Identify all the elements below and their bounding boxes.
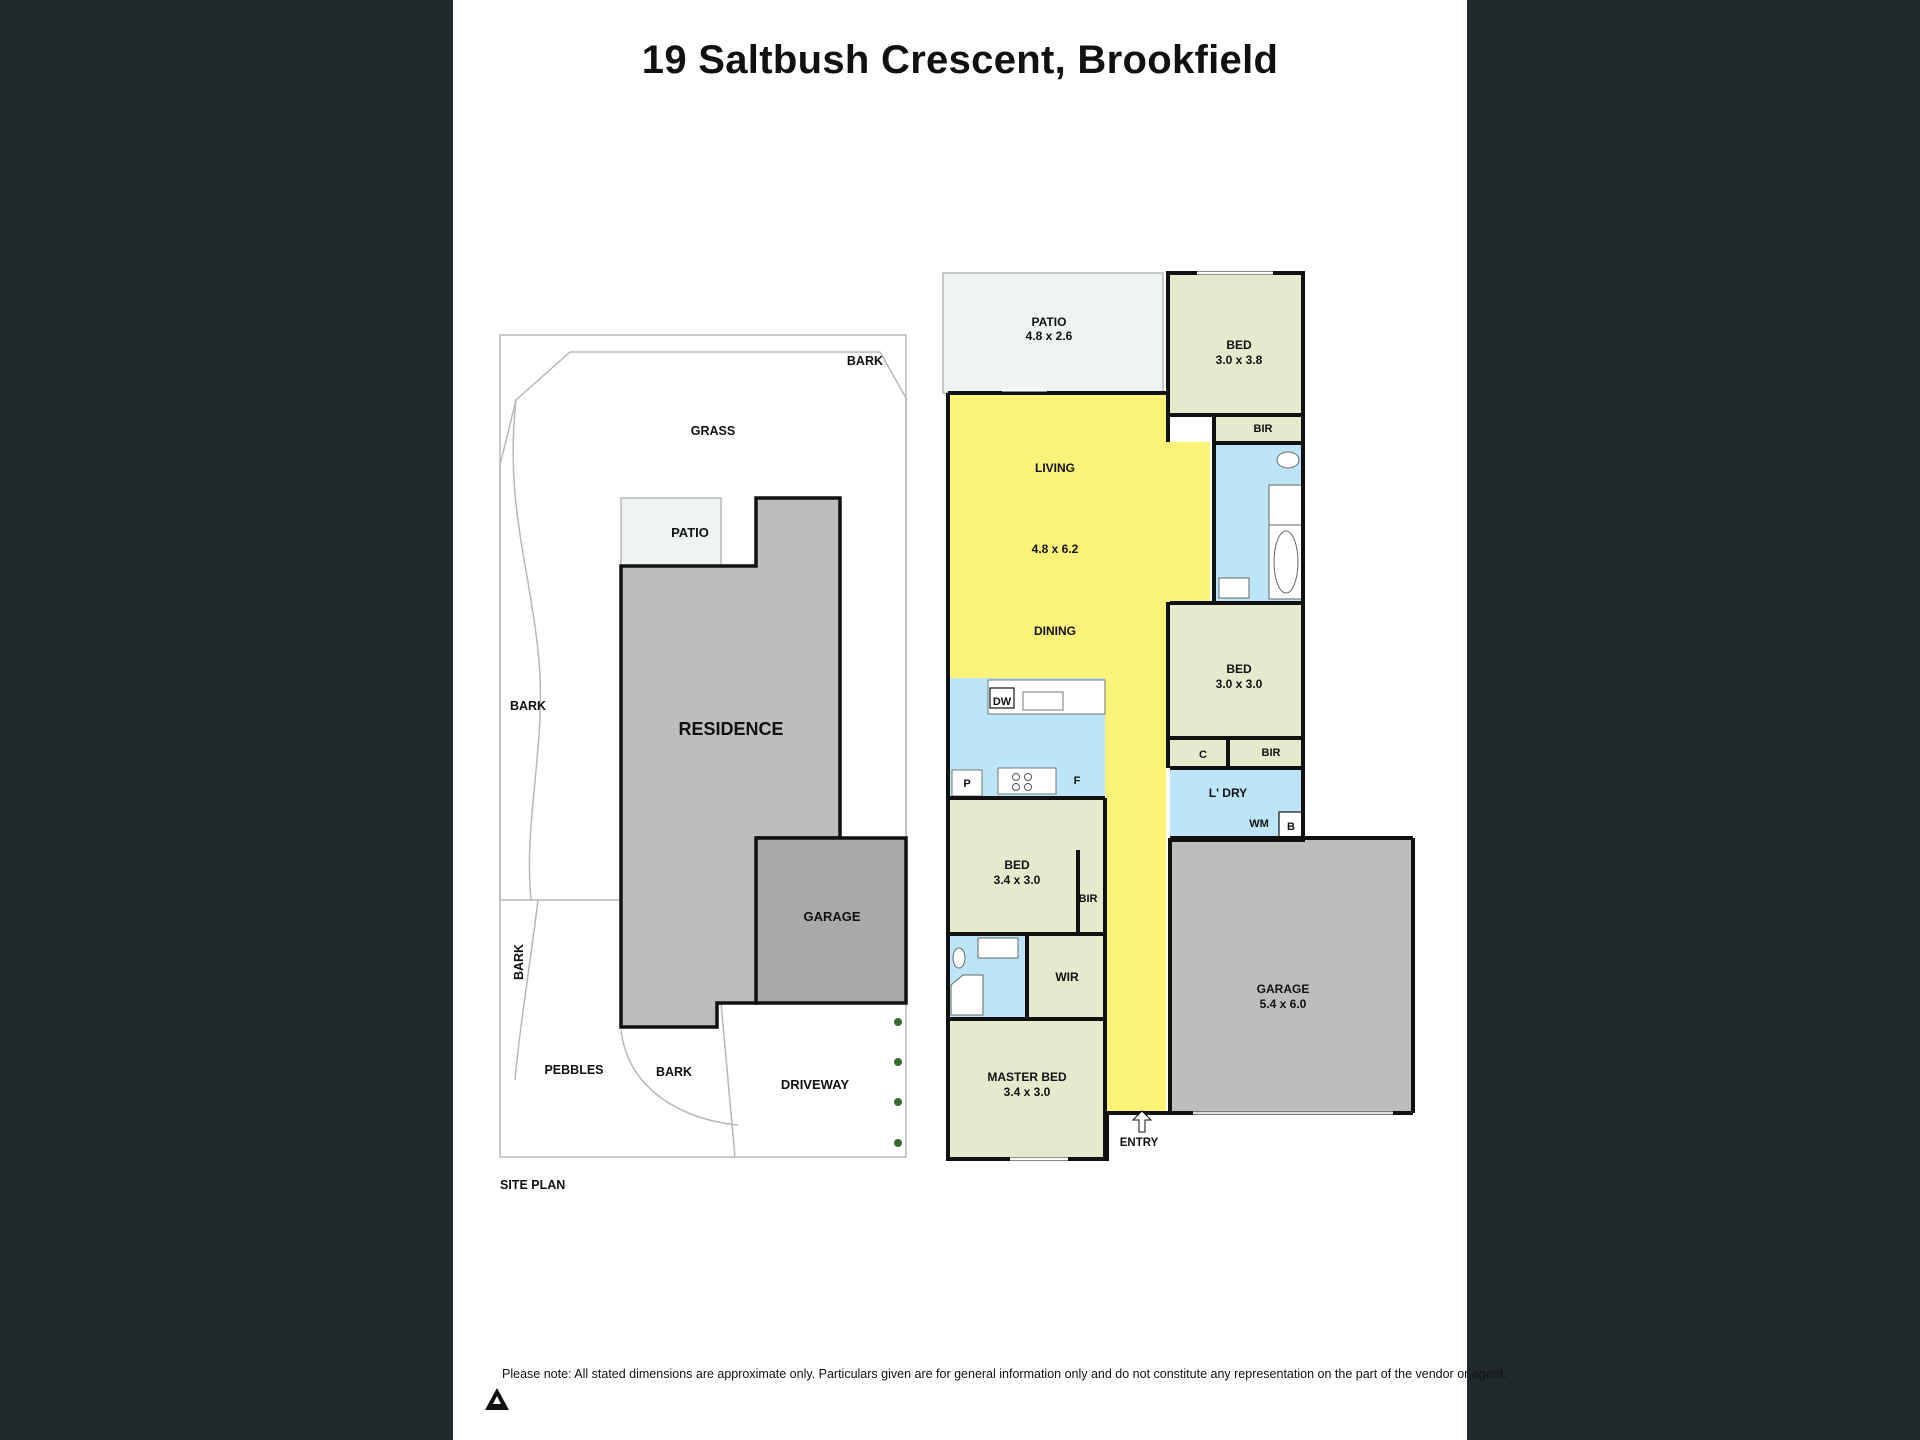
burner-icon (1024, 773, 1032, 781)
master-bed-area (948, 1021, 1105, 1157)
shower-icon (1268, 484, 1304, 526)
bed-2-label: BED (1226, 662, 1252, 676)
toilet-icon (1276, 451, 1300, 469)
hallway (1105, 678, 1166, 1113)
master-bed-dims: 3.4 x 3.0 (1004, 1085, 1051, 1099)
bed-1-area (1170, 275, 1303, 415)
wm-label: WM (1249, 818, 1269, 830)
grass-label: GRASS (691, 424, 735, 438)
b-label: B (1287, 821, 1295, 833)
bark-front-curve (620, 1029, 739, 1126)
site-plan-caption: SITE PLAN (500, 1178, 565, 1192)
floor-plan: PATIO 4.8 x 2.6 LIVING 4.8 x 6.2 DINING … (942, 271, 1415, 1161)
master-bed-label: MASTER BED (987, 1070, 1067, 1084)
page-title: 19 Saltbush Crescent, Brookfield (641, 38, 1279, 82)
shrub-icon (894, 1018, 902, 1026)
garage-area (1170, 840, 1413, 1113)
basin-icon (1218, 577, 1250, 599)
bir-1-area (1214, 415, 1303, 443)
agency-logo-icon (485, 1388, 509, 1410)
bir-2-area (1170, 738, 1303, 768)
shrub-icon (894, 1058, 902, 1066)
bir-3-label: BIR (1079, 893, 1098, 905)
bir-2-label: BIR (1262, 747, 1281, 759)
pantry-label: P (963, 778, 970, 790)
pantry-box (951, 769, 983, 797)
linen-label: C (1199, 749, 1207, 761)
site-plan: GRASS BARK BARK BARK BARK PEBBLES PATIO … (499, 334, 908, 1192)
bed-2-dims: 3.0 x 3.0 (1216, 677, 1263, 691)
patio-label: PATIO (1032, 315, 1067, 329)
bark-front-label: BARK (656, 1065, 692, 1079)
sink-icon (1022, 691, 1064, 711)
floorplan-sheet: 19 Saltbush Crescent, Brookfield (453, 0, 1507, 1440)
ensuite-toilet-icon (952, 947, 966, 969)
entry-label: ENTRY (1120, 1137, 1159, 1149)
garage-label: GARAGE (1257, 982, 1310, 996)
disclaimer-text: Please note: All stated dimensions are a… (502, 1367, 1507, 1381)
pebbles-label: PEBBLES (544, 1063, 603, 1077)
bed-3-label: BED (1004, 858, 1030, 872)
bark-left-label: BARK (510, 699, 546, 713)
bark-edge-line (512, 399, 542, 901)
wir-area (1029, 936, 1105, 1019)
shrub-icon (894, 1098, 902, 1106)
ensuite-basin-icon (977, 937, 1019, 959)
plan-drawing: GRASS BARK BARK BARK BARK PEBBLES PATIO … (485, 271, 1415, 1410)
dw-label: DW (993, 696, 1012, 708)
burner-icon (1012, 773, 1020, 781)
wir-label: WIR (1055, 970, 1079, 984)
dishwasher (989, 687, 1015, 709)
bir-1-label: BIR (1254, 423, 1273, 435)
bed-1-label: BED (1226, 338, 1252, 352)
living-dims: 4.8 x 6.2 (1032, 542, 1079, 556)
garage-dims: 5.4 x 6.0 (1260, 997, 1307, 1011)
cooktop-bench (997, 767, 1057, 795)
bark-edge-lower (514, 899, 539, 1081)
ensuite-shower-icon (950, 974, 984, 1016)
shrub-icon (894, 1139, 902, 1147)
entry-arrow-icon (1131, 1110, 1153, 1133)
living-dining-area (948, 393, 1166, 678)
site-garage-label: GARAGE (803, 909, 860, 924)
patio-dims: 4.8 x 2.6 (1026, 329, 1073, 343)
laundry-label: L' DRY (1209, 786, 1247, 800)
bed-3-dims: 3.4 x 3.0 (994, 873, 1041, 887)
dining-label: DINING (1034, 624, 1076, 638)
bed-2-area (1170, 603, 1303, 738)
hall-upper (1166, 442, 1210, 602)
residence-label: RESIDENCE (678, 719, 783, 739)
bark-side-label: BARK (512, 944, 526, 980)
b-box (1278, 811, 1304, 839)
site-garage (754, 836, 908, 1005)
shrub-dots (894, 1018, 902, 1147)
bath-tub-icon (1273, 530, 1299, 594)
driveway-label: DRIVEWAY (781, 1077, 849, 1092)
driveway-edge (720, 1002, 736, 1158)
patio-area (942, 272, 1164, 394)
living-label: LIVING (1035, 461, 1075, 475)
bed-1-dims: 3.0 x 3.8 (1216, 353, 1263, 367)
burner-icon (1024, 783, 1032, 791)
burner-icon (1012, 783, 1020, 791)
site-patio-label: PATIO (671, 525, 709, 540)
fridge-label: F (1074, 775, 1081, 787)
bark-top-label: BARK (847, 354, 883, 368)
